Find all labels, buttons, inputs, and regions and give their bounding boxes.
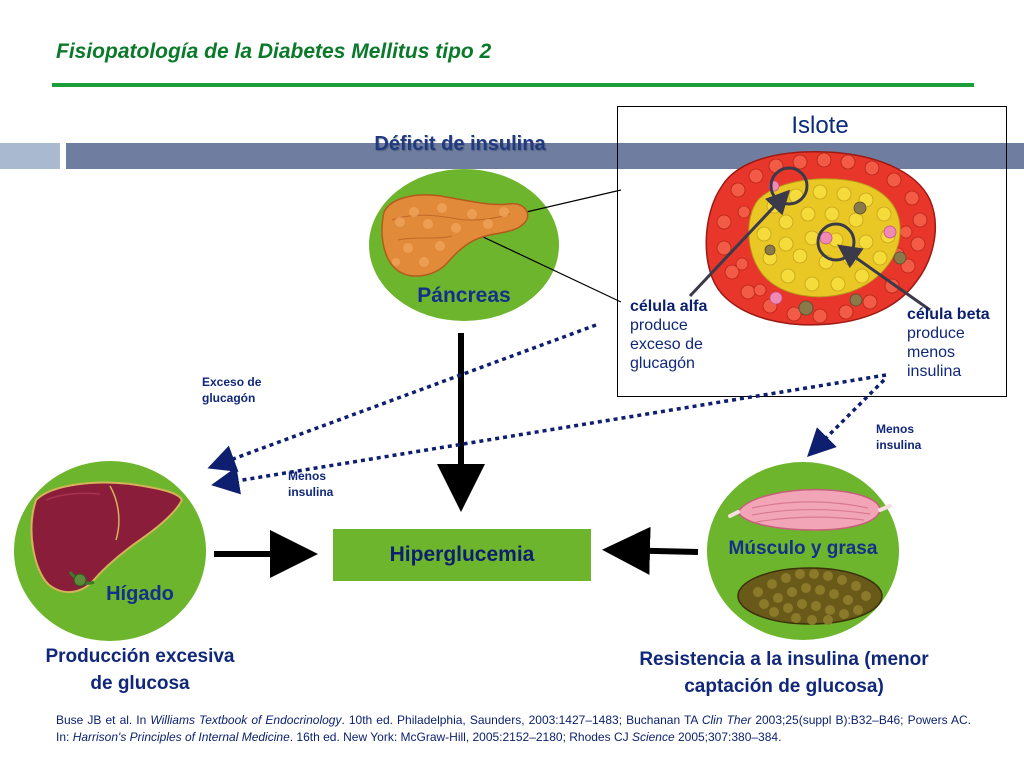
alpha-cell-name: célula alfa bbox=[630, 298, 708, 315]
alpha-cell-line3: glucagón bbox=[630, 355, 695, 372]
islet-icon bbox=[705, 151, 937, 326]
reference-citation: Buse JB et al. In Williams Textbook of E… bbox=[56, 712, 971, 746]
muscle-caption-line2: captación de glucosa) bbox=[684, 676, 884, 697]
reference-part-5: 2005;307:380–384. bbox=[674, 730, 782, 744]
muscle-icon bbox=[728, 488, 892, 531]
title-rule bbox=[52, 83, 974, 87]
pancreas-label: Páncreas bbox=[417, 284, 511, 307]
reference-part-1: Buse JB et al. In bbox=[56, 713, 151, 727]
alpha-cell-pointer bbox=[688, 189, 791, 298]
header-band-left bbox=[0, 143, 60, 169]
insulin-to-muscle-arrow bbox=[807, 378, 886, 457]
muscle-to-hyperglycemia-arrow bbox=[602, 526, 699, 575]
reference-journal-1: Clin Ther bbox=[701, 713, 752, 727]
glucagon-note-line1: Exceso de bbox=[202, 375, 262, 389]
alpha-cell-note: célula alfa produce exceso de glucagón bbox=[630, 297, 707, 373]
beta-cell-note: célula beta produce menos insulina bbox=[907, 305, 990, 381]
alpha-cell-line2: exceso de bbox=[630, 336, 703, 353]
beta-cell-line1: produce bbox=[907, 325, 965, 342]
reference-part-2: . 10th ed. Philadelphia, Saunders, 2003:… bbox=[341, 713, 702, 727]
less-insulin-note-right: Menos insulina bbox=[876, 421, 921, 453]
less-insulin-left-line2: insulina bbox=[288, 485, 334, 499]
fat-icon bbox=[737, 567, 883, 625]
beta-cell-line3: insulina bbox=[907, 363, 962, 380]
glucagon-note-line2: glucagón bbox=[202, 391, 256, 405]
liver-caption-line2: de glucosa bbox=[90, 673, 190, 694]
islet-box bbox=[617, 106, 1007, 397]
insulin-deficit-label: Déficit de insulina bbox=[374, 133, 546, 155]
reference-book-2: Harrison's Principles of Internal Medici… bbox=[72, 730, 290, 744]
islet-title: Islote bbox=[791, 112, 849, 139]
liver-label: Hígado bbox=[106, 583, 174, 605]
less-insulin-note-left: Menos insulina bbox=[288, 468, 333, 500]
beta-cell-pointer bbox=[837, 244, 931, 312]
liver-icon bbox=[30, 481, 184, 593]
beta-cell-name: célula beta bbox=[907, 306, 990, 323]
glucagon-to-liver-arrow bbox=[207, 323, 597, 472]
slide-title: Fisiopatología de la Diabetes Mellitus t… bbox=[56, 40, 492, 63]
less-insulin-left-line1: Menos bbox=[288, 469, 327, 483]
hyperglycemia-box: Hiperglucemia bbox=[333, 529, 591, 581]
beta-cell-line2: menos bbox=[907, 344, 956, 361]
muscle-caption-line1: Resistencia a la insulina (menor bbox=[639, 649, 929, 670]
reference-book-1: Williams Textbook of Endocrinology bbox=[150, 713, 342, 727]
pancreas-icon bbox=[381, 194, 529, 277]
reference-part-3: 2003;25(suppl B):B32–B46; Powers AC. In: bbox=[56, 713, 971, 744]
muscle-fat-label: Músculo y grasa bbox=[728, 538, 878, 559]
hyperglycemia-label: Hiperglucemia bbox=[389, 543, 535, 566]
liver-caption: Producción excesiva de glucosa bbox=[10, 643, 270, 697]
muscle-caption: Resistencia a la insulina (menor captaci… bbox=[596, 646, 972, 700]
reference-part-4: . 16th ed. New York: McGraw-Hill, 2005:2… bbox=[289, 730, 632, 744]
less-insulin-right-line2: insulina bbox=[876, 438, 922, 452]
glucagon-excess-note: Exceso de glucagón bbox=[202, 374, 261, 406]
reference-journal-2: Science bbox=[631, 730, 675, 744]
less-insulin-right-line1: Menos bbox=[876, 422, 915, 436]
insulin-to-liver-arrow bbox=[211, 373, 887, 495]
alpha-cell-line1: produce bbox=[630, 317, 688, 334]
liver-caption-line1: Producción excesiva bbox=[45, 646, 235, 667]
